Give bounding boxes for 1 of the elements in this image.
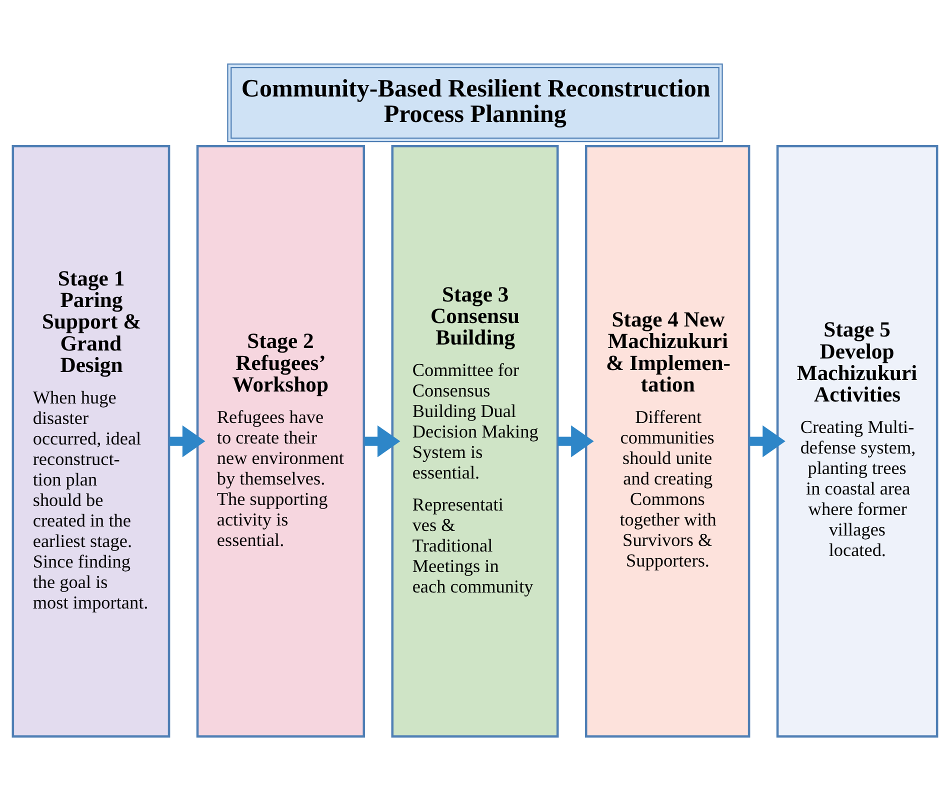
diagram-title: Community-Based Resilient Reconstruction Process Planning	[241, 76, 710, 128]
